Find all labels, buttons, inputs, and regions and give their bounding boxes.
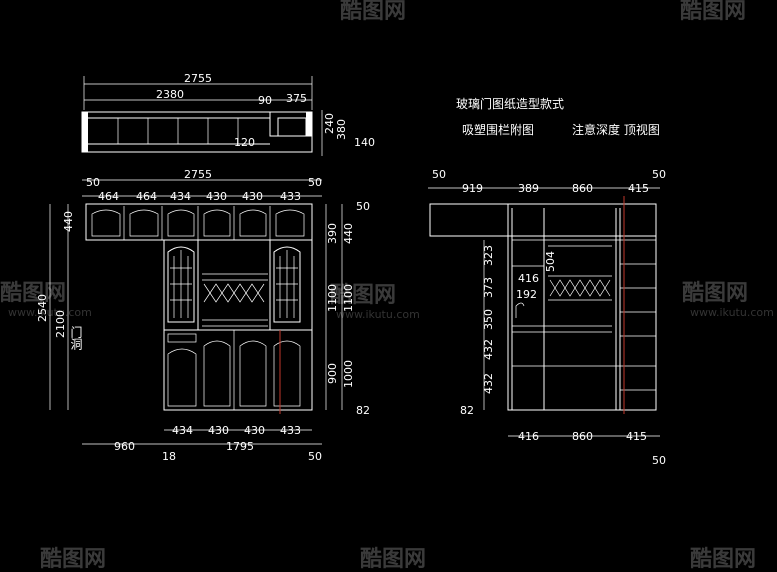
dim-front-col: 433 — [280, 190, 301, 203]
watermark-text: 酷图网 — [682, 281, 748, 306]
watermark-text: 酷图网 — [330, 283, 396, 308]
wine-rack — [197, 240, 271, 330]
dim-bottom-mid: 1795 — [226, 440, 254, 453]
dim-bottom-gap: 18 — [162, 450, 176, 463]
dim-side-wine-h: 504 — [544, 251, 557, 272]
dim-front-overall: 2755 — [184, 168, 212, 181]
dim-right-f: 1000 — [342, 360, 355, 388]
dim-right-b: 440 — [342, 223, 355, 244]
watermark-text: 酷图网 — [690, 547, 756, 572]
dim-right-e: 900 — [326, 363, 339, 384]
dim-plan-overall: 2755 — [184, 72, 212, 85]
dim-front-col: 434 — [170, 190, 191, 203]
dim-height-door: 2100 — [54, 310, 67, 338]
dim-right-base: 82 — [356, 404, 370, 417]
dim-plan-left: 2380 — [156, 88, 184, 101]
watermark-text: 酷图网 — [40, 547, 106, 572]
dim-plan-d2: 380 — [335, 119, 348, 140]
dim-right-c: 1100 — [326, 284, 339, 312]
dim-side-margin-left: 50 — [432, 168, 446, 181]
dim-front-col: 430 — [242, 190, 263, 203]
dim-side-margin-right: 50 — [652, 168, 666, 181]
dim-right-top: 50 — [356, 200, 370, 213]
dim-side-shelf: 432 — [482, 373, 495, 394]
dim-bottom-col: 433 — [280, 424, 301, 437]
dim-right-a: 390 — [326, 223, 339, 244]
dim-upper: 440 — [62, 211, 75, 232]
dim-side-bottom: 416 — [518, 430, 539, 443]
upper-doors — [91, 206, 305, 240]
dim-side-shelf: 373 — [482, 277, 495, 298]
watermark-url: www.ikutu.com — [690, 306, 774, 319]
watermark-text: 酷图网 — [0, 281, 66, 306]
dim-plan-d1: 240 — [323, 113, 336, 134]
dim-side-col: 415 — [628, 182, 649, 195]
dim-side-col: 919 — [462, 182, 483, 195]
watermark-text: 酷图网 — [680, 0, 746, 24]
dim-plan-inner: 120 — [234, 136, 255, 149]
dim-bottom-col: 434 — [172, 424, 193, 437]
dim-bottom-col: 430 — [208, 424, 229, 437]
dim-front-margin-left: 50 — [86, 176, 100, 189]
note-left: 吸塑围栏附图 — [462, 122, 534, 137]
dim-side-wine-w: 416 — [518, 272, 539, 285]
dim-front-margin-right: 50 — [308, 176, 322, 189]
dim-side-col: 389 — [518, 182, 539, 195]
dim-bottom-left: 960 — [114, 440, 135, 453]
dim-front-col: 430 — [206, 190, 227, 203]
dim-height-total: 2540 — [36, 294, 49, 322]
glass-doors — [167, 246, 301, 323]
lower-doors — [164, 329, 312, 410]
dim-side-bottom: 415 — [626, 430, 647, 443]
watermark-text: 酷图网 — [360, 547, 426, 572]
plan-end-panel — [82, 112, 88, 152]
dim-bottom-col: 430 — [244, 424, 265, 437]
notes: 玻璃门图纸造型款式 吸塑围栏附图 注意深度 顶视图 — [456, 96, 660, 137]
dim-bottom-end: 50 — [308, 450, 322, 463]
dim-side-shelf: 350 — [482, 309, 495, 330]
dim-side-shelf: 432 — [482, 339, 495, 360]
dim-side-base: 82 — [460, 404, 474, 417]
dim-front-col: 464 — [136, 190, 157, 203]
plan-view: 2755 2380 90 375 120 240 380 140 — [81, 72, 375, 156]
watermark-url: www.ikutu.com — [336, 308, 420, 321]
dim-side-shelf: 323 — [482, 245, 495, 266]
door-opening-label: 门洞 — [69, 325, 83, 350]
dim-front-col: 464 — [98, 190, 119, 203]
dim-side-bottom-end: 50 — [652, 454, 666, 467]
drawing-title: 玻璃门图纸造型款式 — [456, 96, 564, 111]
note-right: 注意深度 顶视图 — [572, 122, 660, 137]
dim-side-small: 192 — [516, 288, 537, 301]
side-elevation: 50 919 389 860 415 50 323 373 — [428, 168, 666, 467]
dim-side-bottom: 860 — [572, 430, 593, 443]
dim-plan-gap: 90 — [258, 94, 272, 107]
front-elevation: 2755 50 50 464 464 434 430 430 433 — [36, 168, 370, 463]
dim-plan-d3: 140 — [354, 136, 375, 149]
dim-plan-right: 375 — [286, 92, 307, 105]
watermark-text: 酷图网 — [340, 0, 406, 24]
dim-side-col: 860 — [572, 182, 593, 195]
dim-right-d: 1100 — [342, 284, 355, 312]
